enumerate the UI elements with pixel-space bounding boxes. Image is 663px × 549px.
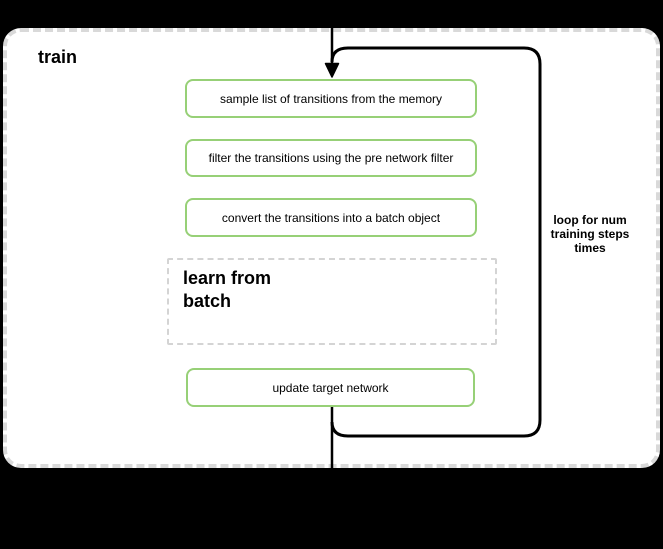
learn-from-batch-label: learn from batch: [183, 268, 272, 311]
step-filter-transitions: filter the transitions using the pre net…: [185, 139, 477, 177]
step-filter-transitions-label: filter the transitions using the pre net…: [208, 151, 454, 165]
step-update-target-network: update target network: [186, 368, 475, 407]
learn-from-batch-group: learn from batch: [167, 258, 497, 345]
step-update-target-network-label: update target network: [272, 380, 389, 395]
train-container-label: train: [38, 47, 78, 67]
loop-annotation: loop for num training steps times: [550, 213, 630, 255]
step-convert-to-batch: convert the transitions into a batch obj…: [185, 198, 477, 237]
step-sample-transitions-label: sample list of transitions from the memo…: [219, 91, 443, 106]
step-convert-to-batch-label: convert the transitions into a batch obj…: [221, 210, 441, 225]
step-sample-transitions: sample list of transitions from the memo…: [185, 79, 477, 118]
